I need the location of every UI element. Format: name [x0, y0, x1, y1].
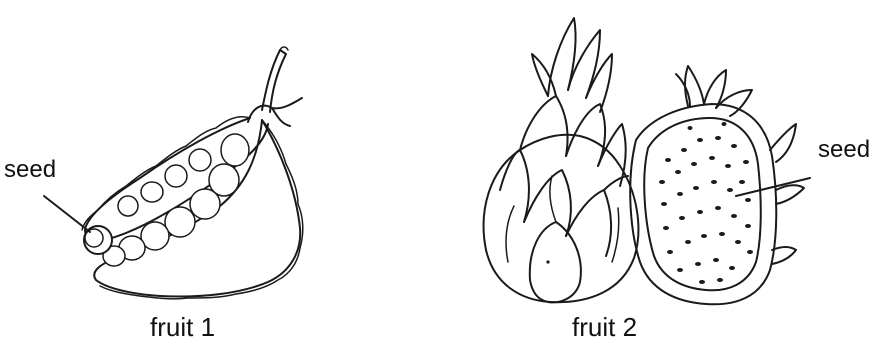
- fruit-1-seed-label: seed: [4, 156, 56, 184]
- fruit-2-caption: fruit 2: [572, 312, 637, 343]
- fruit-2-seed-label: seed: [818, 136, 870, 164]
- fruit-2-half-drawing: [630, 66, 810, 304]
- fruit-1-stalk: [262, 50, 286, 112]
- fruit-2-whole-drawing: [484, 18, 639, 302]
- fruit-1-drawing: [44, 47, 303, 299]
- fruit-2-whole-body: [484, 135, 639, 302]
- fruit-1-calyx: [248, 98, 302, 126]
- fruit-1-seed-leader: [44, 196, 90, 232]
- fruit-1-caption: fruit 1: [150, 312, 215, 343]
- fruit-2-half-skin: [630, 104, 776, 304]
- fruit-2-seeds: [659, 122, 753, 284]
